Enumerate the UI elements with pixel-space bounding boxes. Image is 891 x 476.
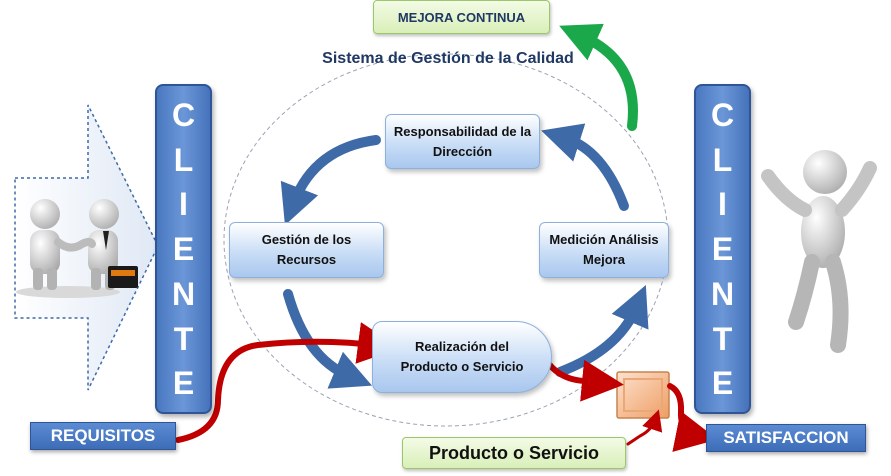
handshake-people-icon <box>16 199 138 298</box>
recursos-label: Gestión de los Recursos <box>261 232 352 267</box>
producto-servicio-label: Producto o Servicio <box>428 442 600 463</box>
input-arrow <box>14 104 159 391</box>
pillar-letter: L <box>173 141 194 178</box>
pillar-letter: L <box>712 141 733 178</box>
medicion-box: Medición Análisis Mejora <box>539 222 669 278</box>
pillar-letter: E <box>172 231 195 267</box>
recursos-box: Gestión de los Recursos <box>229 222 384 278</box>
pillar-letter: N <box>710 275 735 312</box>
cycle-arrow-left-bottom <box>283 289 373 389</box>
jumping-person-icon <box>761 150 877 353</box>
system-title: Sistema de Gestión de la Calidad <box>322 50 574 67</box>
medicion-label: Medición Análisis Mejora <box>549 232 659 267</box>
pillar-letter: N <box>171 275 196 312</box>
responsabilidad-label: Responsabilidad de la Dirección <box>393 123 532 159</box>
satisfaccion-label-box: SATISFACCION <box>706 424 866 452</box>
requisitos-label-box: REQUISITOS <box>30 422 176 450</box>
satisfaccion-arrow <box>667 383 718 452</box>
producto-servicio-box: Producto o Servicio <box>402 437 626 469</box>
pillar-letter: C <box>171 96 196 133</box>
requisitos-arrow <box>175 322 400 443</box>
pillar-letter: T <box>173 320 194 357</box>
cliente-pillar-left: C L I E N T E <box>155 84 212 414</box>
pillar-letter: T <box>712 320 733 357</box>
mejora-continua-label: MEJORA CONTINUA <box>397 9 526 25</box>
realizacion-box: Realización del Producto o Servicio <box>372 321 552 393</box>
pillar-letter: I <box>179 186 188 223</box>
pillar-letter: E <box>711 231 734 267</box>
cycle-arrow-bottom-right <box>555 285 649 377</box>
requisitos-label: REQUISITOS <box>50 426 156 445</box>
cliente-pillar-right: C L I E N T E <box>694 84 751 414</box>
pillar-letter: E <box>172 365 195 402</box>
responsabilidad-box: Responsabilidad de la Dirección <box>385 114 540 169</box>
mejora-continua-box: MEJORA CONTINUA <box>373 0 550 34</box>
delivery-arrow <box>546 359 624 402</box>
cycle-arrow-right-top <box>541 123 629 211</box>
improvement-arrow <box>559 23 638 131</box>
pillar-letter: C <box>710 96 735 133</box>
realizacion-label: Realización del Producto o Servicio <box>400 339 524 374</box>
satisfaccion-label: SATISFACCION <box>723 428 849 447</box>
cycle-arrow-top-left <box>280 135 381 226</box>
product-pointer-arrow <box>626 409 663 446</box>
pillar-letter: E <box>711 365 734 402</box>
pillar-letter: I <box>718 186 727 223</box>
